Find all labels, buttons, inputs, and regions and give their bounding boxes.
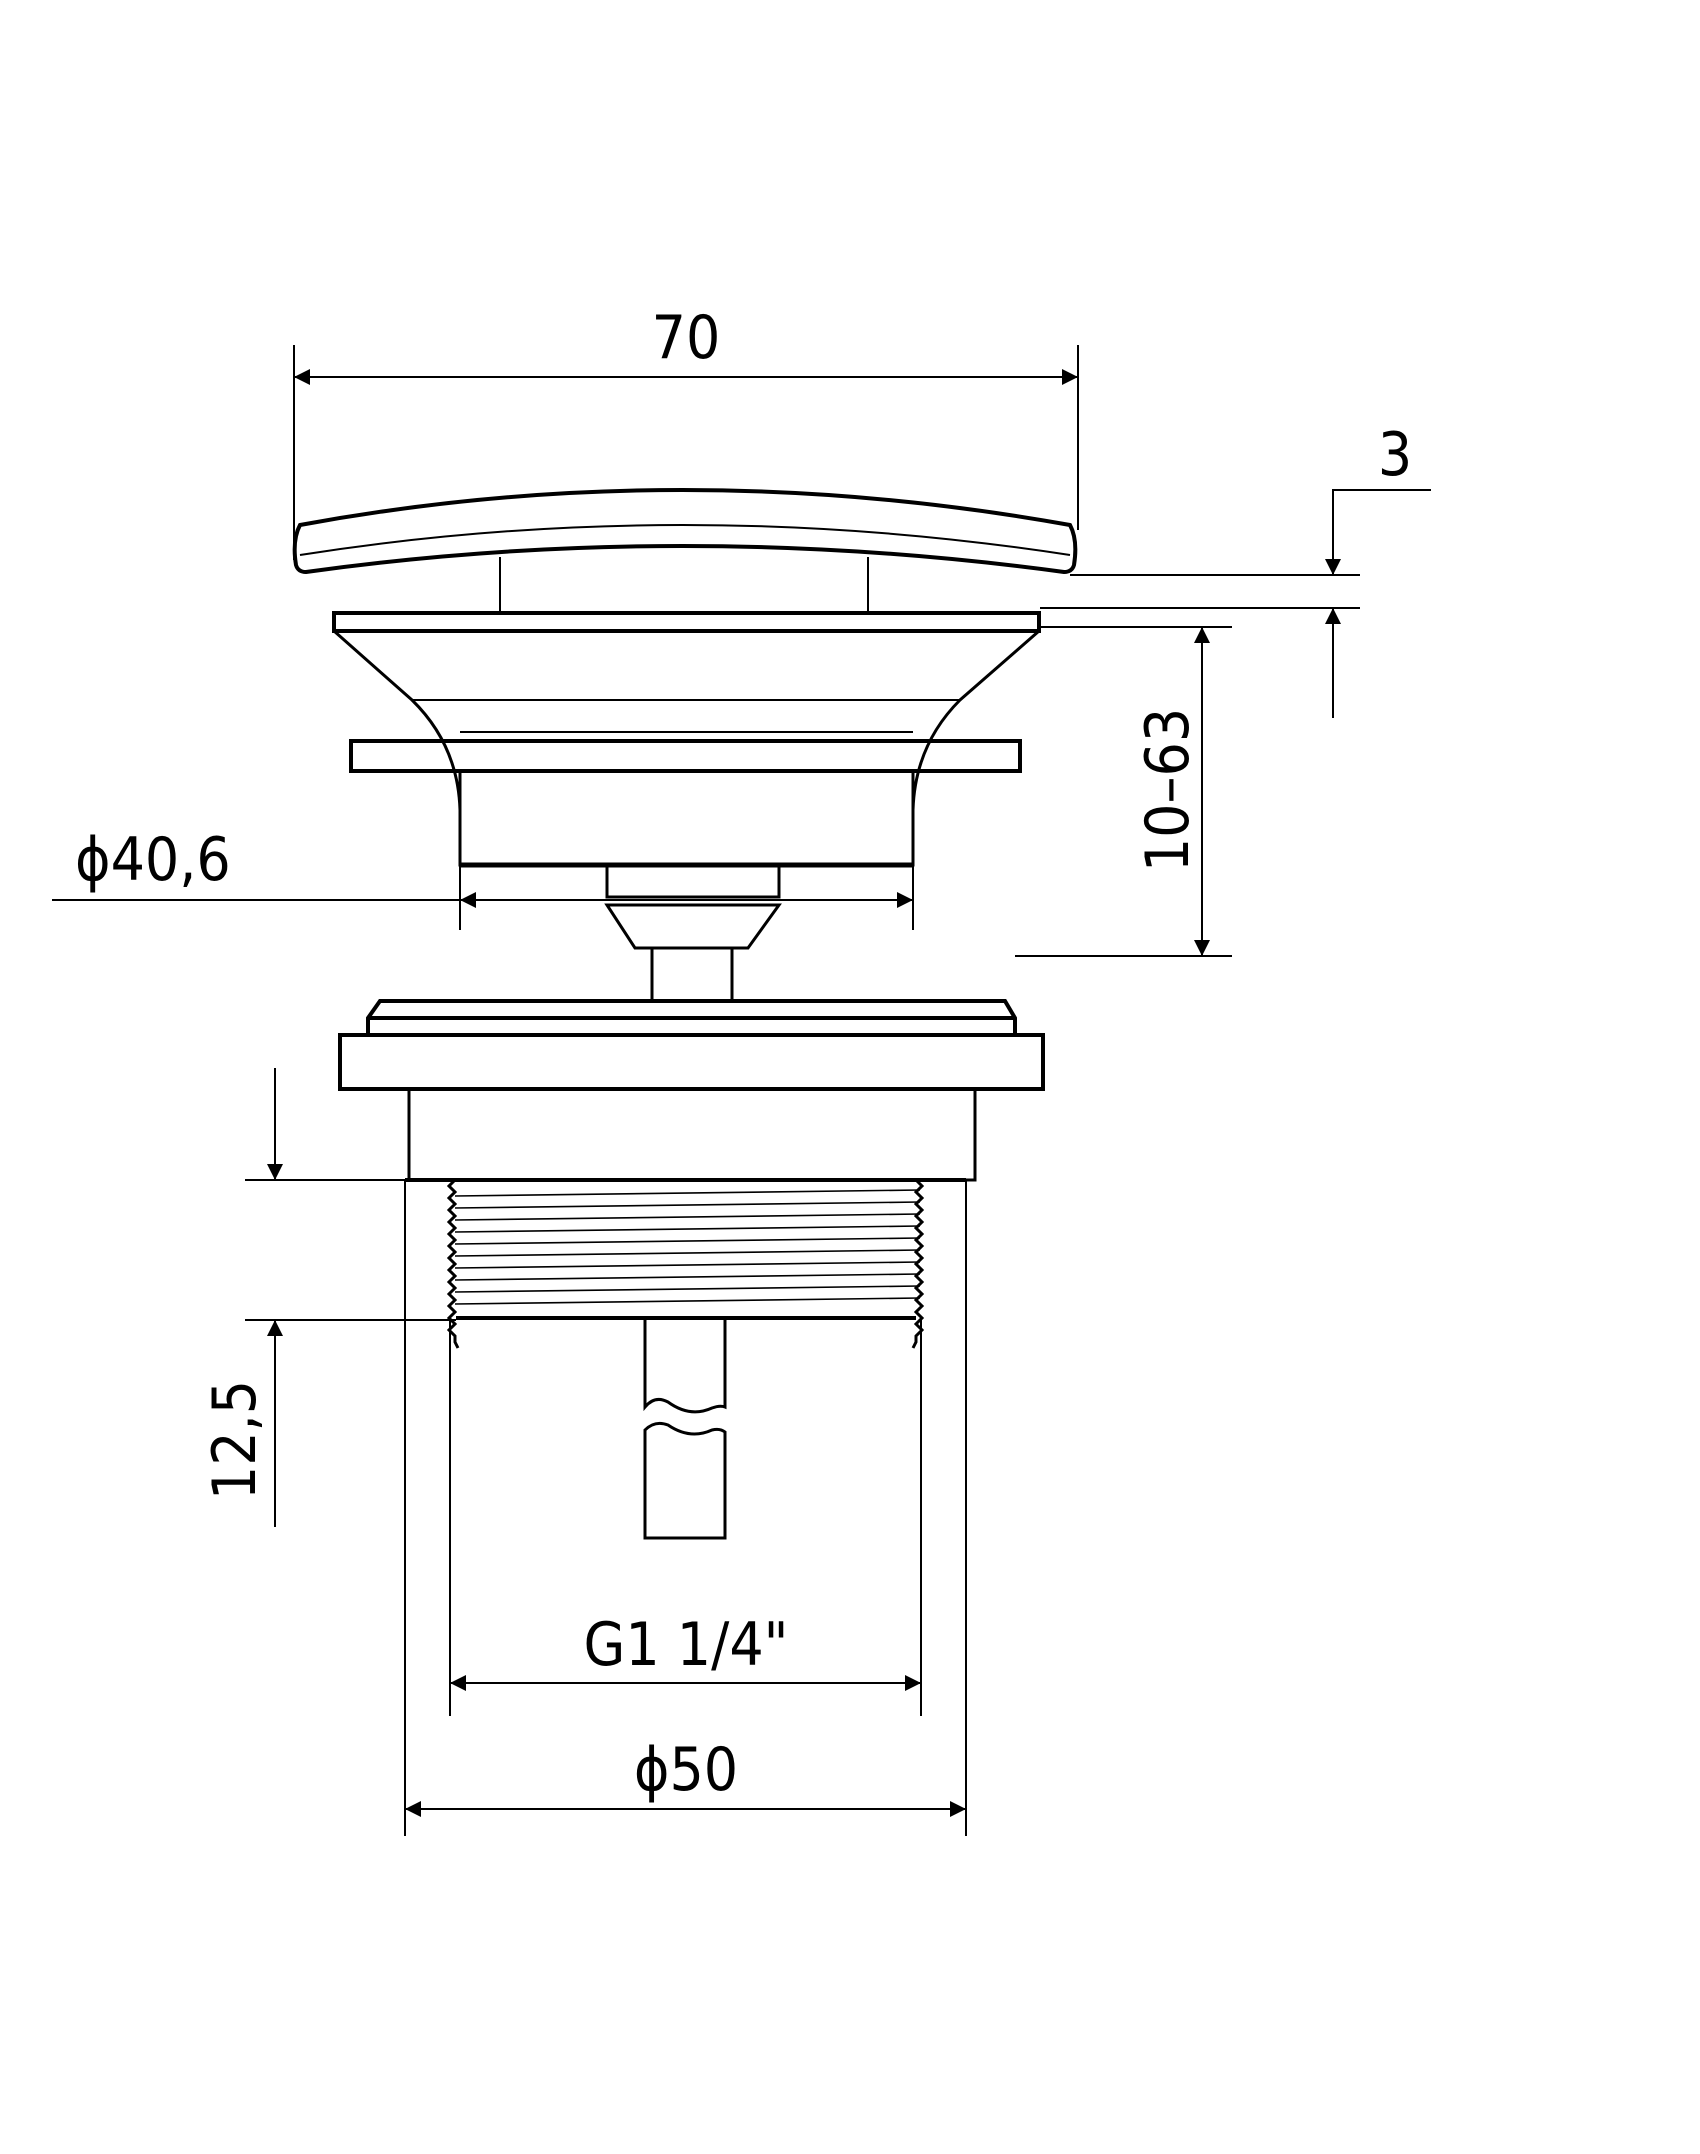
thread (405, 1178, 966, 1349)
dimension-lines (52, 345, 1431, 1836)
dim-thread-length: 12,5 (200, 1380, 270, 1500)
cap (292, 488, 1078, 613)
dim-cap-gap: 3 (1378, 420, 1412, 490)
dim-height-range: 10–63 (1133, 708, 1203, 872)
dim-cap-width: 70 (652, 303, 721, 373)
rod (643, 1318, 727, 1540)
dim-plug-diameter: ϕ40,6 (75, 825, 231, 895)
dim-body-diameter: ϕ50 (634, 1735, 738, 1805)
plug-head (332, 611, 1041, 1003)
body (338, 999, 1045, 1182)
dim-thread: G1 1/4" (584, 1610, 789, 1680)
